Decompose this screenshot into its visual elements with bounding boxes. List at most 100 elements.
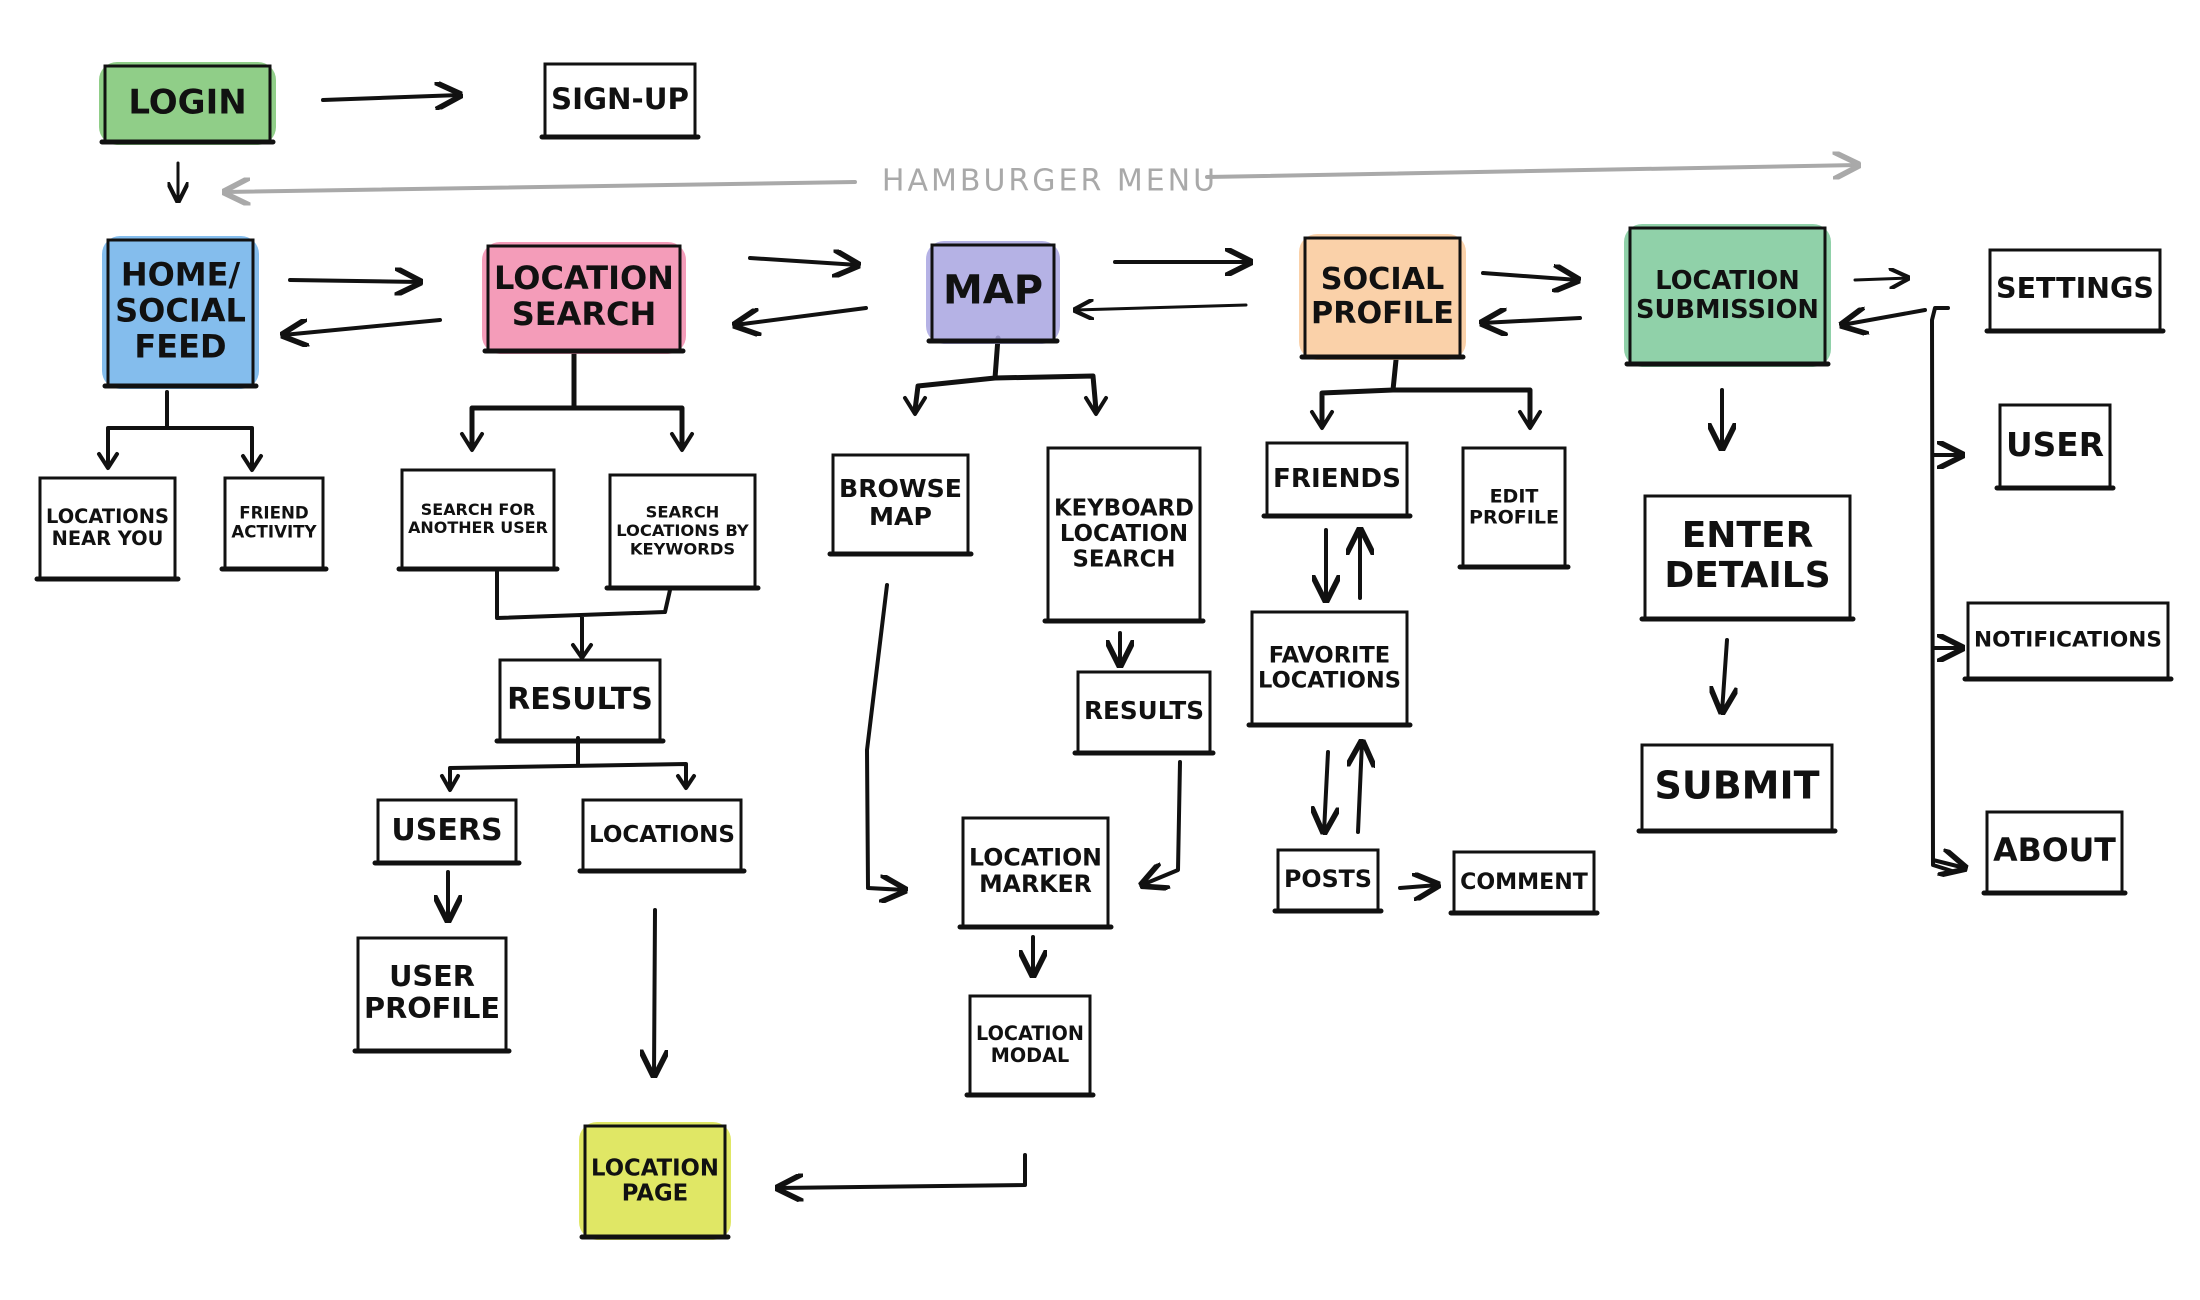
- label-map: MAP: [943, 268, 1043, 314]
- label-users: USERS: [391, 813, 502, 848]
- label-results2: RESULTS: [1084, 696, 1204, 725]
- label-line-friendact-0: FRIEND: [239, 503, 308, 522]
- arrowhead-map-browse: [903, 396, 927, 416]
- node-signup: SIGN-UP: [539, 62, 701, 140]
- arrowhead-social-friends: [1310, 410, 1334, 430]
- node-comment: COMMENT: [1448, 850, 1600, 916]
- label-line-searchuser-0: SEARCH FOR: [421, 500, 535, 519]
- label-line-searchkw-0: SEARCH: [646, 502, 720, 521]
- highlight-locsearch: [482, 242, 686, 354]
- label-line-locmarker-0: LOCATION: [969, 843, 1102, 871]
- label-line-map-0: MAP: [943, 268, 1043, 314]
- arrowhead-home-friendact: [241, 454, 263, 472]
- label-login: LOGIN: [128, 82, 246, 122]
- arrow-results-to-marker: [1142, 760, 1182, 885]
- label-line-searchuser-1: ANOTHER USER: [408, 517, 548, 536]
- label-line-locmodal-1: MODAL: [991, 1043, 1069, 1066]
- node-map: MAP: [926, 241, 1060, 344]
- label-line-locnear-0: LOCATIONS: [46, 505, 169, 528]
- arrow-home-to-locsearch: [288, 280, 420, 282]
- label-line-settings-0: SETTINGS: [1996, 272, 2154, 305]
- arrow-social-to-map: [1075, 305, 1248, 310]
- label-line-about-0: ABOUT: [1993, 833, 2116, 869]
- label-line-social-1: PROFILE: [1311, 295, 1454, 330]
- label-line-signup-0: SIGN-UP: [551, 82, 689, 116]
- arrowhead-map-kb: [1084, 396, 1108, 416]
- arrow-posts-to-fav: [1358, 742, 1362, 834]
- label-line-posts-0: POSTS: [1284, 865, 1372, 893]
- label-line-friends-0: FRIENDS: [1273, 464, 1401, 494]
- label-signup: SIGN-UP: [551, 82, 689, 116]
- node-results2: RESULTS: [1072, 670, 1216, 756]
- arrow-social-to-locsub: [1481, 273, 1578, 280]
- arrowhead-results-locations: [676, 774, 696, 790]
- node-user: USER: [1994, 403, 2116, 491]
- branch-results: [448, 736, 688, 790]
- label-line-user-0: USER: [2006, 426, 2104, 464]
- label-friends: FRIENDS: [1273, 464, 1401, 494]
- node-posts: POSTS: [1272, 848, 1384, 914]
- arrowhead-home-locnear: [97, 452, 119, 470]
- label-line-editprofile-0: EDIT: [1490, 485, 1539, 507]
- node-results1: RESULTS: [494, 658, 666, 744]
- label-line-results2-0: RESULTS: [1084, 696, 1204, 725]
- branch-map: [912, 335, 1099, 413]
- label-line-locsearch-0: LOCATION: [494, 259, 674, 297]
- label-line-results1-0: RESULTS: [507, 682, 653, 717]
- label-line-editprofile-1: PROFILE: [1469, 506, 1559, 528]
- hamburger-menu-label: HAMBURGER MENU: [882, 164, 1218, 199]
- connector-lines: [97, 95, 1965, 1188]
- branch-settings: [1930, 306, 1957, 874]
- node-notifications: NOTIFICATIONS: [1962, 601, 2174, 682]
- label-results1: RESULTS: [507, 682, 653, 717]
- hamburger-arrow-right: [1205, 165, 1858, 177]
- arrowhead-results-users: [440, 774, 460, 792]
- highlight-locpage: [579, 1122, 731, 1240]
- label-about: ABOUT: [1993, 833, 2116, 869]
- arrow-locations-to-locpage: [654, 908, 655, 1075]
- label-line-locpage-1: PAGE: [622, 1180, 688, 1206]
- label-line-locmodal-0: LOCATION: [976, 1022, 1084, 1045]
- label-line-home-0: HOME/: [121, 256, 241, 294]
- label-line-submit-0: SUBMIT: [1654, 763, 1819, 807]
- label-submit: SUBMIT: [1654, 763, 1819, 807]
- label-line-home-1: SOCIAL: [115, 292, 246, 330]
- branch-home: [106, 390, 254, 470]
- label-line-favloc-1: LOCATIONS: [1258, 667, 1401, 693]
- highlight-locsub: [1624, 224, 1831, 367]
- node-settings: SETTINGS: [1984, 248, 2166, 334]
- label-line-locnear-1: NEAR YOU: [52, 526, 164, 549]
- arrow-settings-to-locsub: [1842, 310, 1927, 325]
- arrow-map-to-locsearch: [735, 306, 868, 325]
- arrow-login-to-signup: [321, 95, 460, 100]
- node-submit: SUBMIT: [1636, 743, 1838, 834]
- node-login: LOGIN: [99, 62, 276, 145]
- label-line-browsemap-0: BROWSE: [839, 474, 962, 503]
- label-line-enterdetails-0: ENTER: [1682, 515, 1814, 556]
- label-line-browsemap-1: MAP: [869, 502, 932, 531]
- arrow-fav-to-posts: [1324, 750, 1328, 832]
- arrow-locsearch-to-map: [748, 258, 858, 265]
- label-locations: LOCATIONS: [589, 822, 735, 848]
- arrowhead-locsearch-kw: [670, 432, 694, 452]
- arrowhead-social-edit: [1518, 410, 1542, 430]
